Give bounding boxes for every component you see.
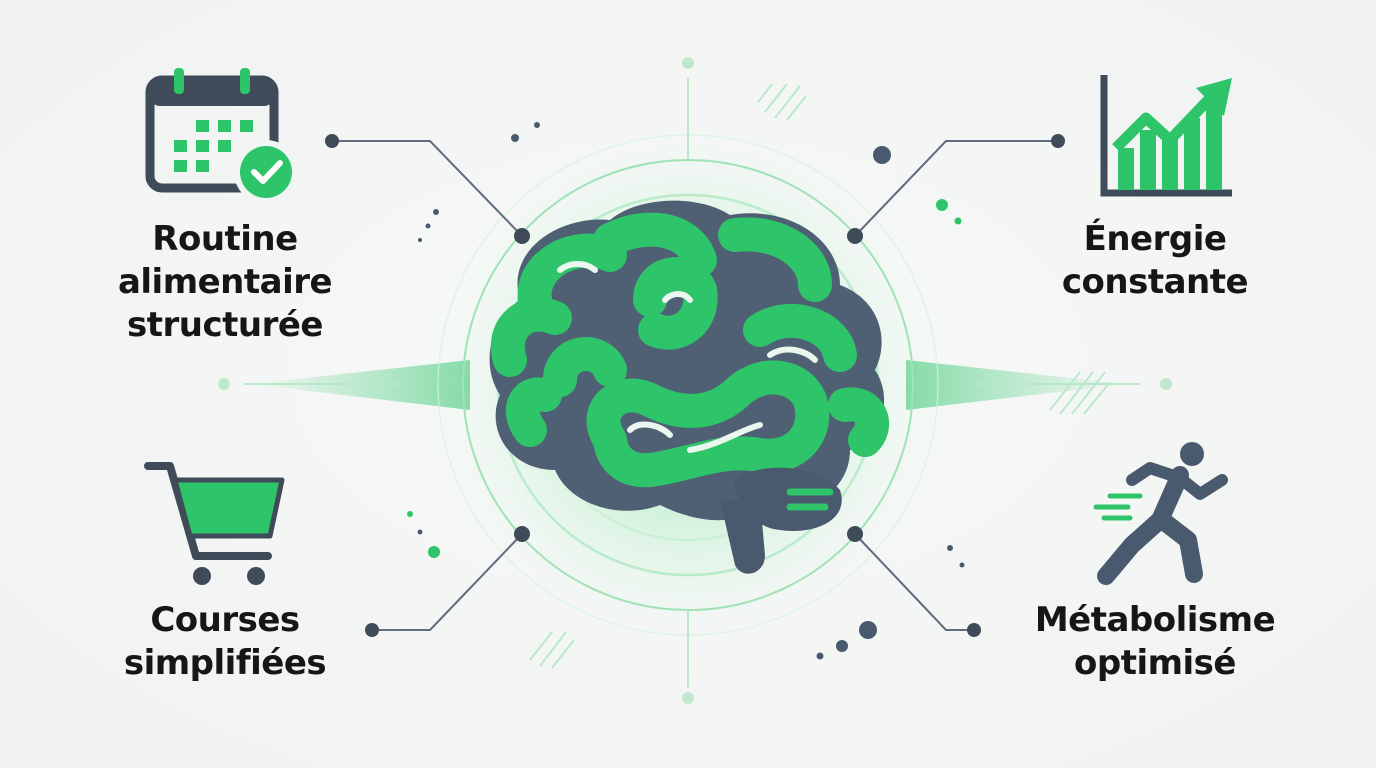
label-line: alimentaire: [117, 262, 333, 302]
label-metabolisme-optimise: Métabolisme optimisé: [995, 599, 1315, 685]
label-line: structurée: [127, 305, 323, 345]
axis-lines: [244, 78, 1140, 688]
decor-dots: [407, 122, 965, 660]
label-line: Métabolisme: [1034, 600, 1276, 640]
label-line: optimisé: [1074, 643, 1236, 683]
connector-dots: [325, 134, 1065, 637]
label-routine-alimentaire: Routine alimentaire structurée: [70, 218, 380, 347]
calendar-check-icon: [145, 68, 298, 204]
growth-chart-icon: [1100, 75, 1232, 197]
shopping-cart-icon: [144, 462, 285, 585]
label-line: simplifiées: [123, 643, 327, 683]
label-courses-simplifiees: Courses simplifiées: [80, 599, 370, 685]
label-line: Énergie: [1083, 219, 1227, 259]
brain-icon: [489, 200, 889, 574]
decor-hatches: [529, 83, 1111, 669]
label-energie-constante: Énergie constante: [1030, 218, 1280, 304]
connectors: [332, 140, 1058, 631]
label-line: constante: [1061, 262, 1249, 302]
label-line: Courses: [150, 600, 300, 640]
label-line: Routine: [152, 219, 298, 259]
running-person-icon: [1093, 442, 1228, 585]
axis-end-dots: [218, 57, 1172, 704]
